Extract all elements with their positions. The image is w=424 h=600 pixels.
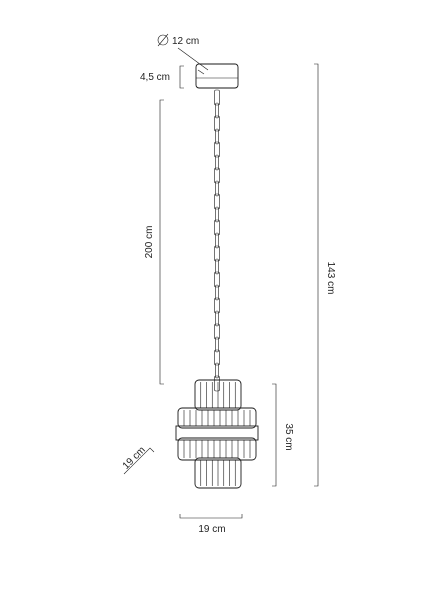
- chain-length-label: 200 cm: [144, 226, 155, 259]
- shade-middle-upper-band: [177, 407, 257, 429]
- shade-depth-annotation: 19 cm: [121, 445, 155, 475]
- chain-link: [215, 284, 219, 301]
- canopy-diameter-annotation: 12 cm: [157, 33, 209, 71]
- diameter-symbol-circle: [157, 34, 169, 46]
- canopy-height-annotation: 4,5 cm: [140, 65, 184, 89]
- chain-link: [215, 258, 219, 275]
- chain-link: [214, 141, 220, 158]
- diameter-symbol-slash: [157, 33, 169, 47]
- suspension-chain: [214, 89, 220, 392]
- canopy-height-bracket: [179, 65, 184, 89]
- chain-link: [215, 232, 219, 249]
- shade-height-label: 35 cm: [283, 423, 294, 450]
- chain-link: [215, 362, 219, 379]
- total-height-annotation: 143 cm: [314, 63, 336, 487]
- canopy-height-label: 4,5 cm: [140, 72, 170, 83]
- chain-link: [214, 89, 220, 106]
- shade-center-ring: [175, 425, 259, 441]
- chain-link: [214, 219, 220, 236]
- chain-link: [214, 323, 220, 340]
- shade-width-label: 19 cm: [198, 524, 225, 535]
- shade-depth-bracket: [123, 447, 155, 475]
- chain-link: [214, 271, 220, 288]
- chain-link: [214, 245, 220, 262]
- chain-link: [215, 128, 219, 145]
- chain-link: [214, 375, 220, 392]
- shade-width-bracket: [179, 514, 243, 519]
- chain-length-annotation: 200 cm: [144, 99, 164, 385]
- chain-link: [215, 102, 219, 119]
- shade-depth-label: 19 cm: [121, 445, 148, 472]
- shade-height-bracket: [272, 383, 277, 487]
- chain-length-bracket: [159, 99, 164, 385]
- canopy-body: [195, 63, 239, 89]
- shade-glass-ribs: [183, 382, 251, 486]
- chain-link: [214, 297, 220, 314]
- shade-middle-lower-band: [177, 437, 257, 461]
- shade-upper-tier: [194, 379, 242, 411]
- shade-lower-tier: [194, 457, 242, 489]
- shade-height-annotation: 35 cm: [272, 383, 294, 487]
- chain-link: [215, 154, 219, 171]
- canopy-diameter-label: 12 cm: [172, 36, 199, 47]
- ceiling-canopy: [195, 63, 239, 89]
- total-height-bracket: [314, 63, 319, 487]
- chain-link: [215, 180, 219, 197]
- chain-link: [214, 349, 220, 366]
- canopy-screw-mark: [197, 69, 205, 75]
- total-height-label: 143 cm: [325, 262, 336, 295]
- chain-link: [215, 310, 219, 327]
- lamp-shade: [175, 379, 259, 489]
- chain-link: [215, 206, 219, 223]
- shade-width-annotation: 19 cm: [179, 514, 243, 535]
- chain-link: [215, 336, 219, 353]
- chain-link: [214, 193, 220, 210]
- chain-link: [214, 115, 220, 132]
- chain-link: [214, 167, 220, 184]
- diameter-leader-line: [177, 47, 209, 71]
